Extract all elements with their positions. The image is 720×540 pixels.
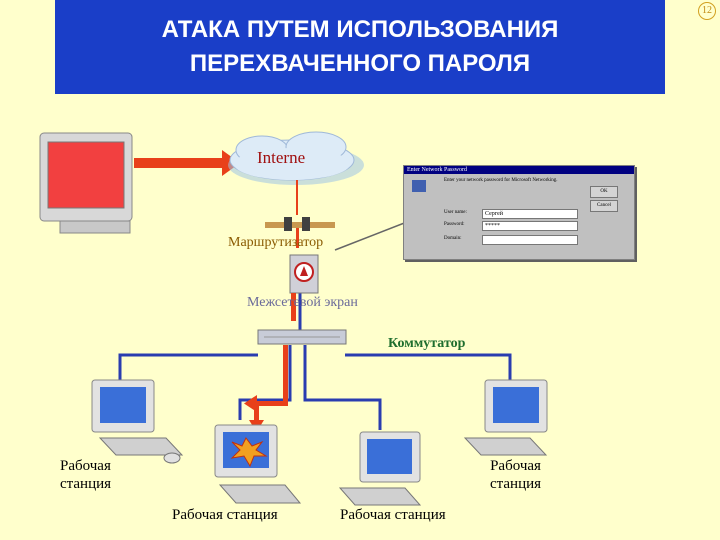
- title-line-2: ПЕРЕХВАЧЕННОГО ПАРОЛЯ: [189, 50, 531, 77]
- password-label: Password:: [444, 222, 465, 227]
- workstation-compromised-icon: [214, 424, 302, 504]
- workstation-left-label: Рабочая станция: [60, 458, 112, 492]
- switch-icon: [257, 329, 347, 345]
- cancel-button[interactable]: Cancel: [590, 200, 618, 212]
- title-line-1: АТАКА ПУТЕМ ИСПОЛЬЗОВАНИЯ: [161, 16, 559, 43]
- switch-label: Коммутатор: [388, 336, 466, 351]
- password-dialog: Enter Network Password Enter your networ…: [403, 165, 635, 260]
- attacker-monitor: [39, 132, 133, 234]
- firewall-icon: [289, 254, 319, 294]
- router-icon: [265, 217, 335, 231]
- network-lines: [118, 290, 512, 430]
- line-to-center-left-workstation: [238, 345, 292, 420]
- router-dialog-link: [334, 219, 413, 251]
- workstation-center-right-label: Рабочая станция: [340, 507, 446, 523]
- workstation-right-label: Рабочая станция: [490, 458, 542, 492]
- ok-button[interactable]: OK: [590, 186, 618, 198]
- workstation-center-left-label: Рабочая станция: [172, 507, 278, 523]
- attack-arrow-router-firewall: [296, 228, 299, 248]
- user-name-field[interactable]: Сергей: [482, 209, 578, 219]
- slide-number: 12: [698, 2, 716, 20]
- domain-field[interactable]: [482, 235, 578, 245]
- workstation-left-icon: [91, 379, 184, 464]
- workstation-right-icon: [463, 379, 548, 456]
- title-banner: АТАКА ПУТЕМ ИСПОЛЬЗОВАНИЯ ПЕРЕХВАЧЕННОГО…: [55, 0, 665, 94]
- dialog-prompt: Enter your network password for Microsof…: [444, 178, 558, 183]
- workstation-center-right-icon: [338, 431, 422, 506]
- attack-arrow-switch-workstation: [244, 293, 296, 432]
- password-field[interactable]: *****: [482, 221, 578, 231]
- dialog-titlebar: Enter Network Password: [404, 166, 634, 174]
- firewall-label: Межсетевой экран: [247, 295, 358, 310]
- router-label: Маршрутизатор: [228, 235, 324, 250]
- line-to-left-workstation: [118, 353, 258, 380]
- domain-label: Domain:: [444, 236, 462, 241]
- attack-arrow-monitor-internet: [134, 150, 240, 176]
- internet-label: Interne: [257, 148, 306, 167]
- line-to-center-right-workstation: [303, 345, 382, 430]
- internet-cloud: [228, 131, 364, 185]
- computer-icon: [412, 180, 426, 192]
- user-name-label: User name:: [444, 210, 467, 215]
- line-to-right-workstation: [345, 353, 512, 380]
